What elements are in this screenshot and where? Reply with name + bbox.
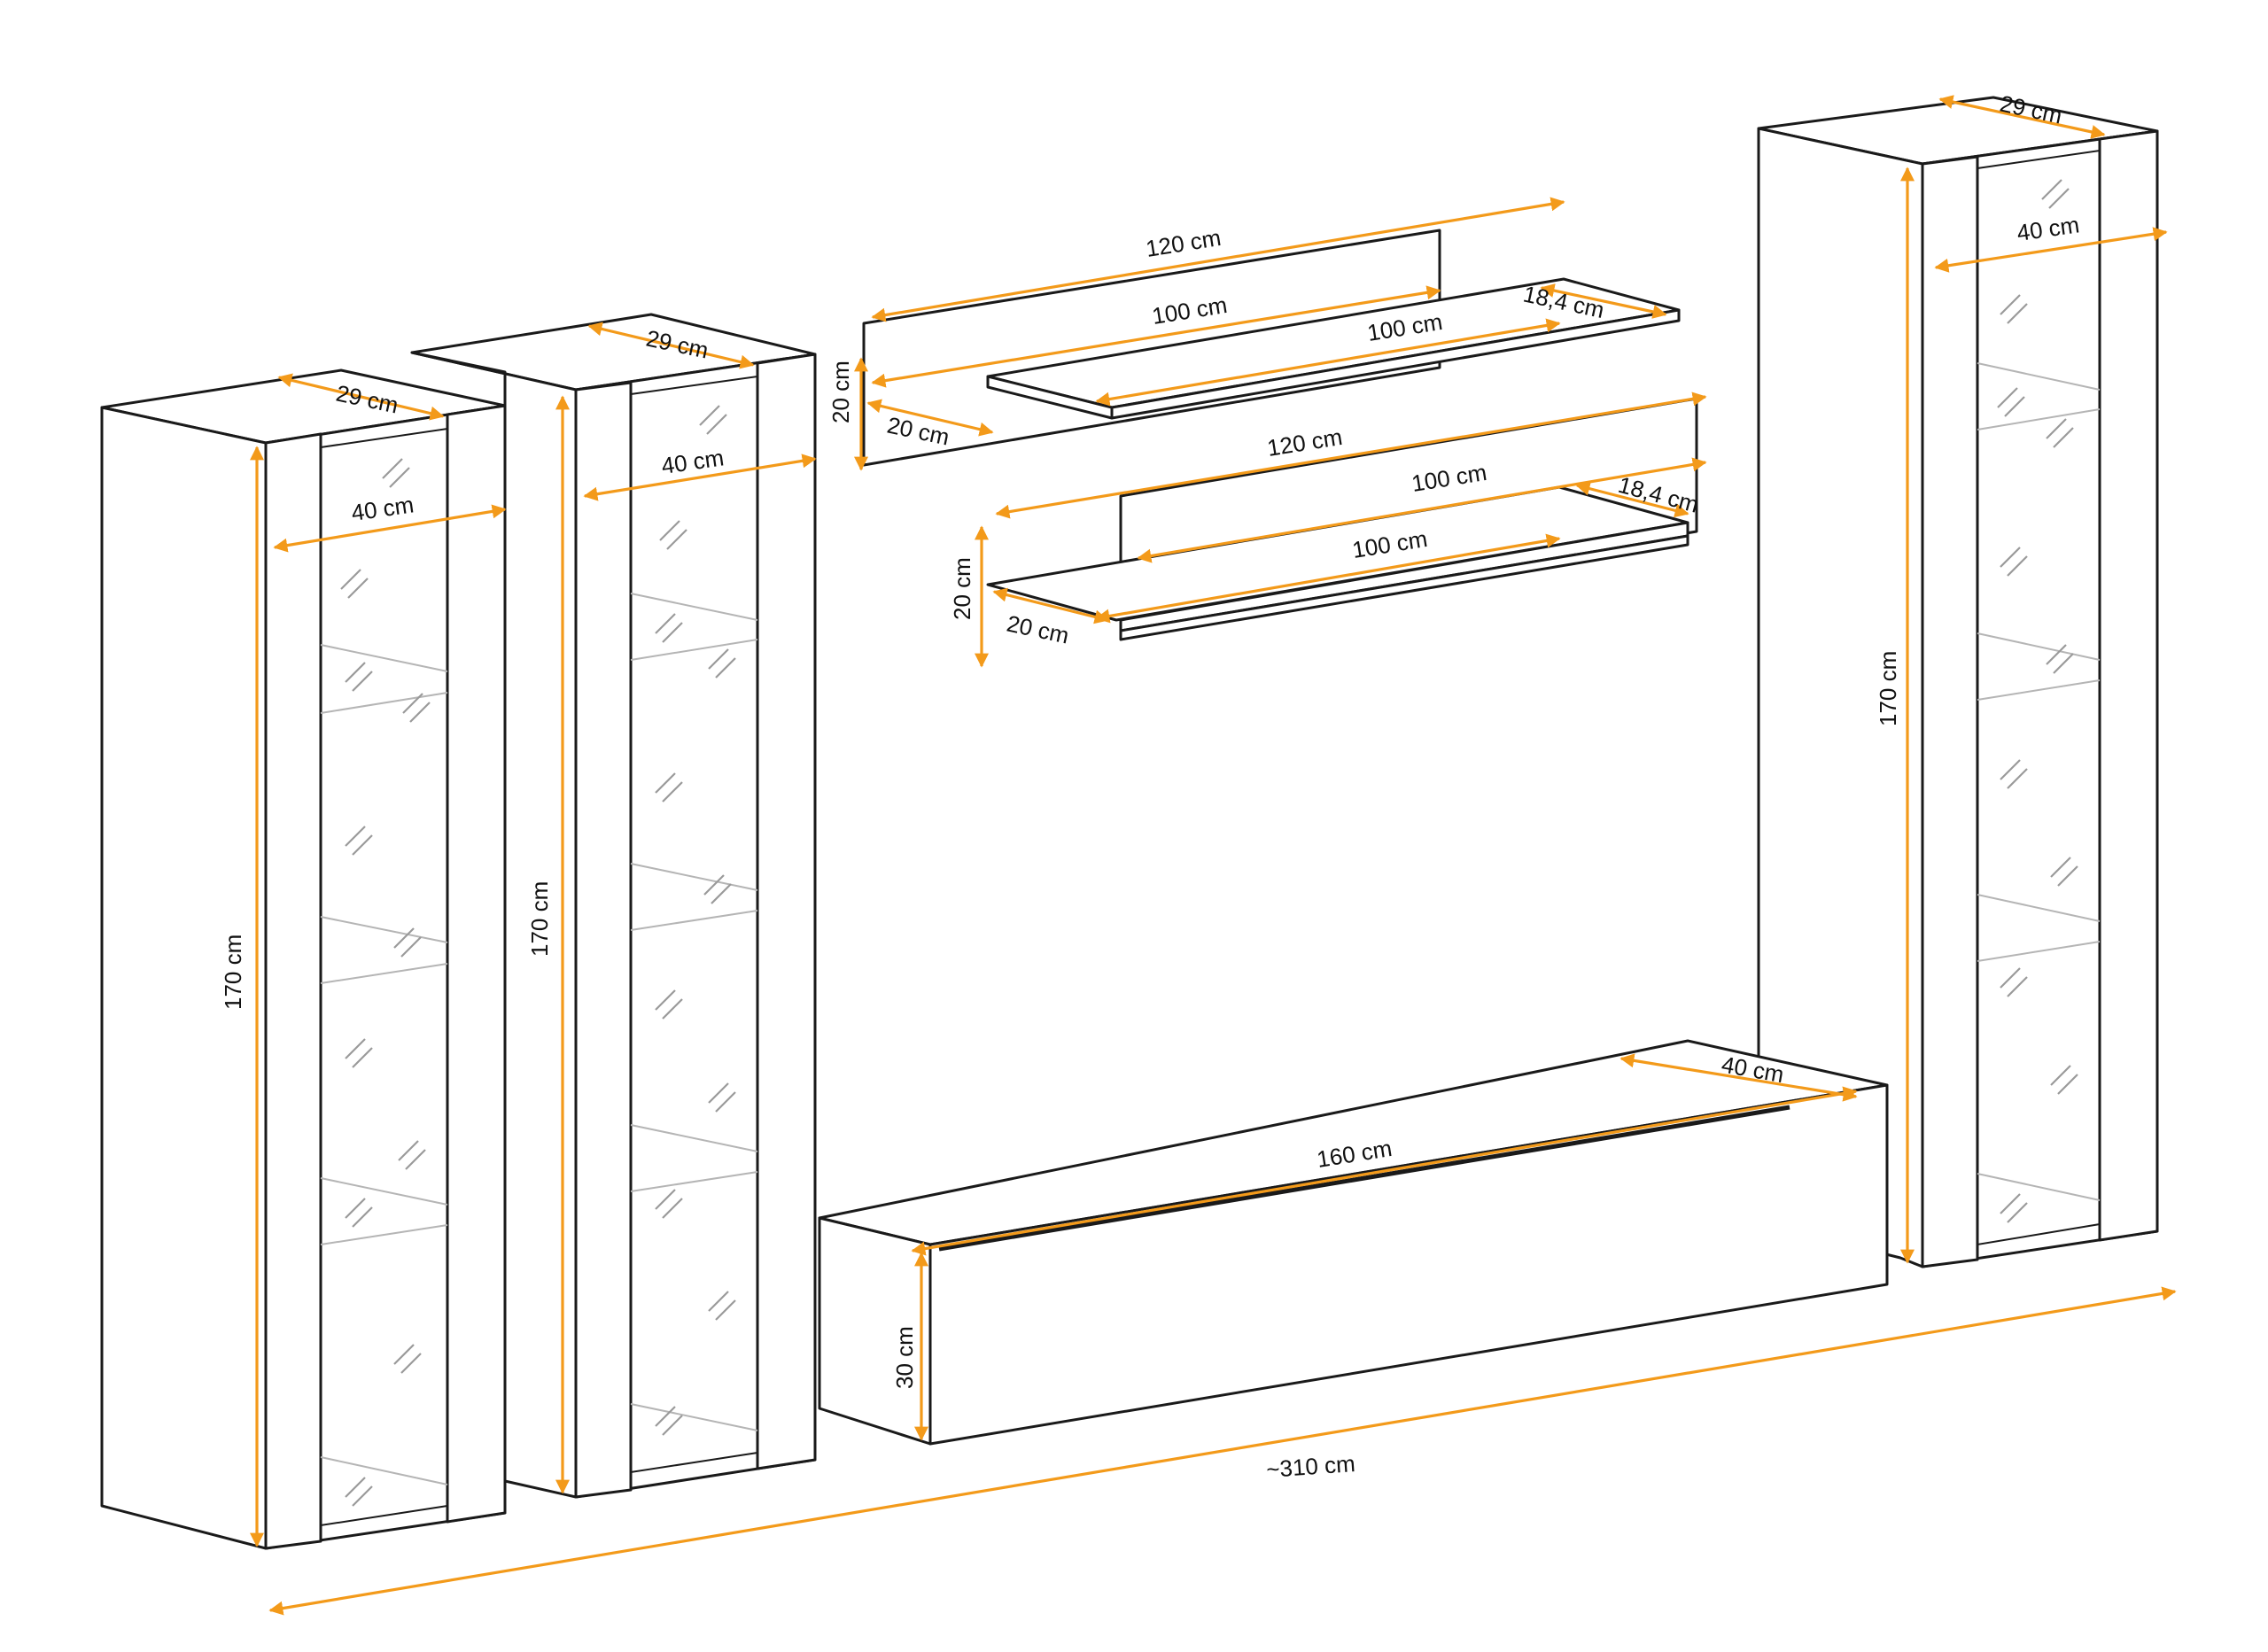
dim-line-left-width (273, 504, 507, 553)
dim-line-mid-depth (587, 322, 755, 369)
label-left-cab-height: 170 cm (220, 935, 246, 1010)
dim-line-total-width (268, 1286, 2177, 1616)
dimension-lines (250, 95, 2177, 1616)
dim-line-mid-width (583, 454, 817, 501)
wall-shelf-lower (986, 397, 1698, 641)
dim-line-shelf2-panel-width (995, 392, 1707, 519)
left-cabinet-door-stile-right (446, 404, 507, 1524)
label-shelf2-panel-height: 20 cm (949, 557, 975, 620)
right-cabinet-door-stile-left (1921, 155, 1979, 1268)
label-total-width: ~310 cm (1265, 1450, 1355, 1483)
dim-line-shelf2-board-depth (1575, 481, 1689, 518)
label-shelf2-panel-depth: 20 cm (1005, 610, 1072, 649)
left-cabinet (100, 368, 507, 1550)
dim-line-shelf1-board-inner (1095, 318, 1561, 407)
middle-cabinet-door-stile-right (756, 353, 817, 1470)
label-shelf1-panel-width: 120 cm (1144, 224, 1223, 262)
label-shelf1-panel-height: 20 cm (827, 361, 854, 423)
dim-line-right-depth (1938, 95, 2106, 139)
right-cabinet (1757, 96, 2159, 1268)
middle-cabinet (410, 313, 817, 1499)
right-cabinet-door-stile-right (2098, 129, 2159, 1242)
dim-line-left-depth (277, 373, 445, 421)
label-shelf2-panel-width: 120 cm (1265, 423, 1344, 461)
dim-line-shelf2-panel-depth (992, 587, 1109, 624)
tv-stand (818, 1039, 1889, 1446)
dim-line-shelf2-board-inner (1095, 533, 1561, 624)
label-tv-height: 30 cm (891, 1326, 918, 1389)
label-mid-cab-height: 170 cm (526, 881, 553, 957)
dim-line-shelf1-panel-depth (866, 399, 994, 437)
label-right-cab-height: 170 cm (1875, 651, 1901, 726)
dim-line-right-width (1934, 227, 2168, 273)
dim-line-tv-width (911, 1086, 1858, 1256)
dim-line-shelf1-board-depth (1540, 283, 1667, 319)
left-cabinet-door-stile-left (264, 432, 322, 1550)
right-cabinet-glass (1977, 149, 2101, 1246)
dim-line-tv-depth (1619, 1053, 1858, 1102)
middle-cabinet-door-stile-left (574, 381, 633, 1499)
